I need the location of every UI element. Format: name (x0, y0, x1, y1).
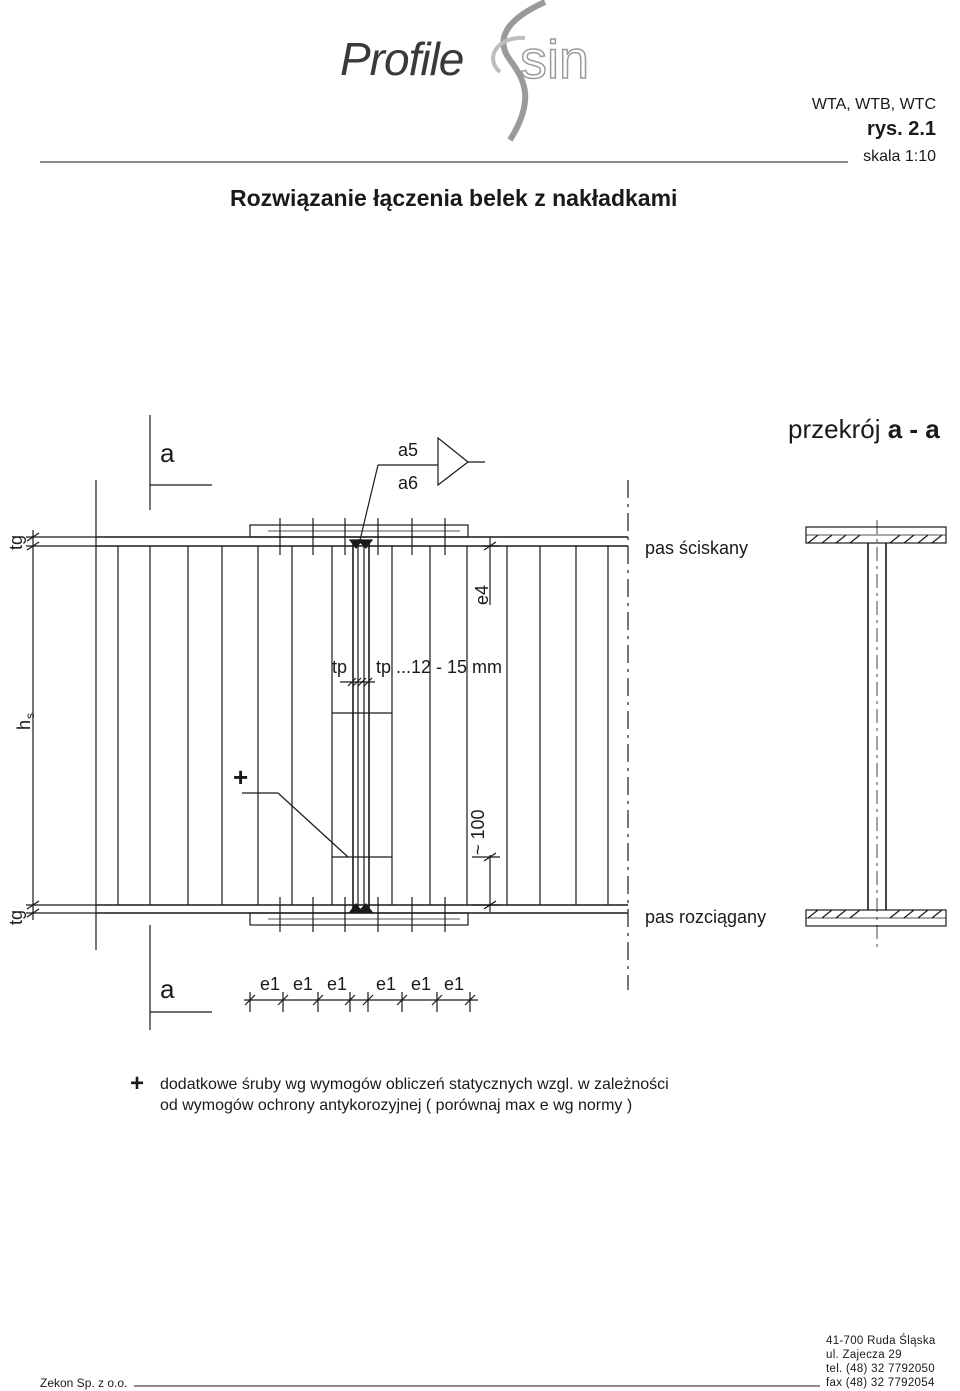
dim-e4: e4 (472, 585, 492, 605)
e1-label: e1 (327, 974, 347, 994)
page-title: Rozwiązanie łączenia belek z nakładkami (230, 185, 678, 211)
dim-tg-bottom: tg (6, 910, 26, 925)
e1-label: e1 (260, 974, 280, 994)
weld-label-a6: a6 (398, 473, 418, 493)
address-line: tel. (48) 32 7792050 (826, 1363, 935, 1375)
flange-compressed-label: pas ściskany (645, 538, 748, 558)
dim-hs: h (14, 720, 34, 730)
e1-label: e1 (293, 974, 313, 994)
weld-label-a5: a5 (398, 440, 418, 460)
note-line-2: od wymogów ochrony antykorozyjnej ( poró… (160, 1097, 633, 1114)
figure-number: rys. 2.1 (867, 118, 936, 140)
e1-label: e1 (411, 974, 431, 994)
address-line: ul. Zajecza 29 (826, 1349, 902, 1361)
note-line-1: dodatkowe śruby wg wymogów obliczeń stat… (160, 1076, 669, 1093)
plus-marker: + (233, 762, 248, 792)
address-line: 41-700 Ruda Śląska (826, 1335, 936, 1347)
models-label: WTA, WTB, WTC (811, 96, 936, 113)
company-name: Zekon Sp. z o.o. (40, 1376, 128, 1390)
tp-label-1: tp (332, 657, 347, 677)
scale-label: skala 1:10 (863, 148, 936, 165)
dim-hs-sub: s (23, 713, 37, 719)
section-title: przekrój a - a (788, 414, 940, 444)
dim-100: ~ 100 (468, 809, 488, 855)
flange-tension-label: pas rozciągany (645, 907, 766, 927)
dim-tg-top: tg (6, 535, 26, 550)
tp-label-2: tp (376, 657, 391, 677)
e1-label: e1 (376, 974, 396, 994)
section-mark-top: a (160, 438, 175, 468)
logo-mark: sin (520, 30, 589, 90)
address-line: fax (48) 32 7792054 (826, 1377, 935, 1389)
e1-label: e1 (444, 974, 464, 994)
note-plus-marker: + (130, 1070, 145, 1097)
logo-swirl-graphic: sin (491, 0, 590, 142)
logo-text: Profile (340, 33, 464, 85)
tp-range: ...12 - 15 mm (396, 657, 502, 677)
section-mark-bottom: a (160, 974, 175, 1004)
